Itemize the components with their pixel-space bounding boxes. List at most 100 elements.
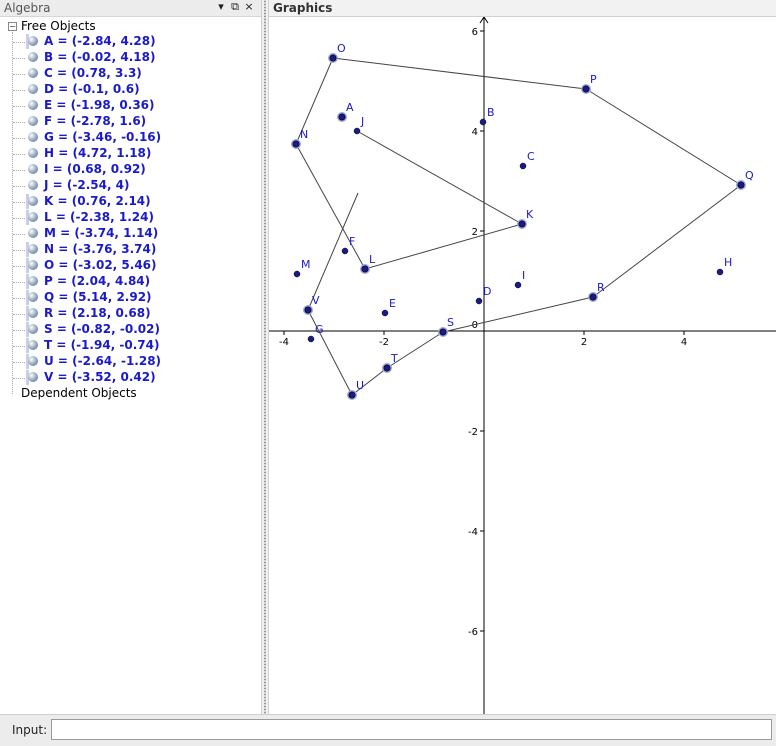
free-objects-node[interactable]: − Free Objects — [0, 18, 261, 34]
visibility-toggle-icon[interactable] — [28, 148, 38, 158]
algebra-item-body[interactable]: O = (-3.02, 5.46) — [26, 258, 157, 273]
collapse-icon[interactable]: − — [8, 22, 17, 31]
visibility-toggle-icon[interactable] — [28, 356, 38, 366]
algebra-item-body[interactable]: H = (4.72, 1.18) — [26, 146, 151, 161]
algebra-item-body[interactable]: M = (-3.74, 1.14) — [26, 226, 158, 241]
visibility-toggle-icon[interactable] — [28, 52, 38, 62]
algebra-item-body[interactable]: G = (-3.46, -0.16) — [26, 130, 161, 145]
algebra-item-M[interactable]: M = (-3.74, 1.14) — [0, 226, 261, 242]
visibility-toggle-icon[interactable] — [28, 340, 38, 350]
algebra-item-body[interactable]: S = (-0.82, -0.02) — [26, 322, 160, 337]
algebra-item-N[interactable]: N = (-3.76, 3.74) — [0, 242, 261, 258]
algebra-item-body[interactable]: C = (0.78, 3.3) — [26, 66, 142, 81]
algebra-item-C[interactable]: C = (0.78, 3.3) — [0, 66, 261, 82]
visibility-toggle-icon[interactable] — [28, 132, 38, 142]
algebra-item-G[interactable]: G = (-3.46, -0.16) — [0, 130, 261, 146]
visibility-toggle-icon[interactable] — [28, 212, 38, 222]
algebra-item-body[interactable]: P = (2.04, 4.84) — [26, 274, 150, 289]
point-R[interactable] — [589, 293, 597, 301]
point-H[interactable] — [716, 268, 724, 276]
algebra-item-Q[interactable]: Q = (5.14, 2.92) — [0, 290, 261, 306]
algebra-item-A[interactable]: A = (-2.84, 4.28) — [0, 34, 261, 50]
algebra-item-P[interactable]: P = (2.04, 4.84) — [0, 274, 261, 290]
algebra-item-F[interactable]: F = (-2.78, 1.6) — [0, 114, 261, 130]
visibility-toggle-icon[interactable] — [28, 36, 38, 46]
point-L[interactable] — [361, 265, 369, 273]
algebra-item-body[interactable]: K = (0.76, 2.14) — [26, 194, 151, 209]
visibility-toggle-icon[interactable] — [28, 324, 38, 334]
panel-splitter[interactable] — [261, 0, 269, 714]
dependent-objects-node[interactable]: Dependent Objects — [21, 386, 137, 400]
algebra-item-body[interactable]: V = (-3.52, 0.42) — [26, 370, 156, 385]
algebra-item-H[interactable]: H = (4.72, 1.18) — [0, 146, 261, 162]
segment-NO[interactable] — [295, 57, 334, 145]
point-O[interactable] — [329, 54, 337, 62]
algebra-item-O[interactable]: O = (-3.02, 5.46) — [0, 258, 261, 274]
point-E[interactable] — [381, 309, 389, 317]
point-J[interactable] — [353, 127, 361, 135]
point-V[interactable] — [304, 306, 312, 314]
algebra-item-body[interactable]: T = (-1.94, -0.74) — [26, 338, 159, 353]
segment-TU[interactable] — [351, 367, 388, 396]
segment-PQ[interactable] — [585, 88, 742, 186]
segment-JK[interactable] — [356, 130, 523, 225]
point-S[interactable] — [439, 328, 447, 336]
visibility-toggle-icon[interactable] — [28, 228, 38, 238]
visibility-toggle-icon[interactable] — [28, 308, 38, 318]
visibility-toggle-icon[interactable] — [28, 180, 38, 190]
algebra-item-E[interactable]: E = (-1.98, 0.36) — [0, 98, 261, 114]
visibility-toggle-icon[interactable] — [28, 116, 38, 126]
visibility-toggle-icon[interactable] — [28, 292, 38, 302]
menu-dropdown-icon[interactable]: ▾ — [218, 0, 224, 13]
point-Q[interactable] — [737, 181, 745, 189]
algebra-item-body[interactable]: B = (-0.02, 4.18) — [26, 50, 155, 65]
point-F[interactable] — [341, 247, 349, 255]
segment-RS[interactable] — [442, 296, 594, 333]
input-field[interactable] — [51, 719, 772, 740]
algebra-item-D[interactable]: D = (-0.1, 0.6) — [0, 82, 261, 98]
close-icon[interactable]: × — [244, 0, 254, 13]
visibility-toggle-icon[interactable] — [28, 164, 38, 174]
algebra-item-body[interactable]: U = (-2.64, -1.28) — [26, 354, 161, 369]
visibility-toggle-icon[interactable] — [28, 100, 38, 110]
algebra-item-R[interactable]: R = (2.18, 0.68) — [0, 306, 261, 322]
point-T[interactable] — [383, 364, 391, 372]
segment-extra[interactable] — [307, 192, 359, 311]
point-A[interactable] — [338, 113, 346, 121]
algebra-item-body[interactable]: R = (2.18, 0.68) — [26, 306, 151, 321]
algebra-item-S[interactable]: S = (-0.82, -0.02) — [0, 322, 261, 338]
algebra-item-L[interactable]: L = (-2.38, 1.24) — [0, 210, 261, 226]
segment-ST[interactable] — [386, 331, 444, 369]
point-D[interactable] — [475, 297, 483, 305]
algebra-item-body[interactable]: N = (-3.76, 3.74) — [26, 242, 156, 257]
visibility-toggle-icon[interactable] — [28, 68, 38, 78]
algebra-item-V[interactable]: V = (-3.52, 0.42) — [0, 370, 261, 386]
algebra-item-U[interactable]: U = (-2.64, -1.28) — [0, 354, 261, 370]
algebra-item-body[interactable]: F = (-2.78, 1.6) — [26, 114, 146, 129]
undock-icon[interactable]: ⧉ — [231, 0, 239, 13]
visibility-toggle-icon[interactable] — [28, 84, 38, 94]
algebra-item-body[interactable]: Q = (5.14, 2.92) — [26, 290, 152, 305]
point-U[interactable] — [348, 391, 356, 399]
visibility-toggle-icon[interactable] — [28, 244, 38, 254]
algebra-item-K[interactable]: K = (0.76, 2.14) — [0, 194, 261, 210]
point-C[interactable] — [519, 162, 527, 170]
visibility-toggle-icon[interactable] — [28, 196, 38, 206]
algebra-item-body[interactable]: E = (-1.98, 0.36) — [26, 98, 155, 113]
algebra-item-body[interactable]: A = (-2.84, 4.28) — [26, 34, 156, 49]
point-P[interactable] — [582, 85, 590, 93]
visibility-toggle-icon[interactable] — [28, 372, 38, 382]
segment-OP[interactable] — [332, 57, 587, 90]
algebra-item-T[interactable]: T = (-1.94, -0.74) — [0, 338, 261, 354]
point-M[interactable] — [293, 270, 301, 278]
segment-KL[interactable] — [364, 223, 523, 270]
segment-QR[interactable] — [592, 184, 742, 298]
algebra-item-body[interactable]: J = (-2.54, 4) — [26, 178, 130, 193]
visibility-toggle-icon[interactable] — [28, 276, 38, 286]
segment-UV[interactable] — [307, 309, 353, 396]
point-N[interactable] — [292, 140, 300, 148]
point-I[interactable] — [514, 281, 522, 289]
point-G[interactable] — [307, 335, 315, 343]
point-B[interactable] — [479, 118, 487, 126]
